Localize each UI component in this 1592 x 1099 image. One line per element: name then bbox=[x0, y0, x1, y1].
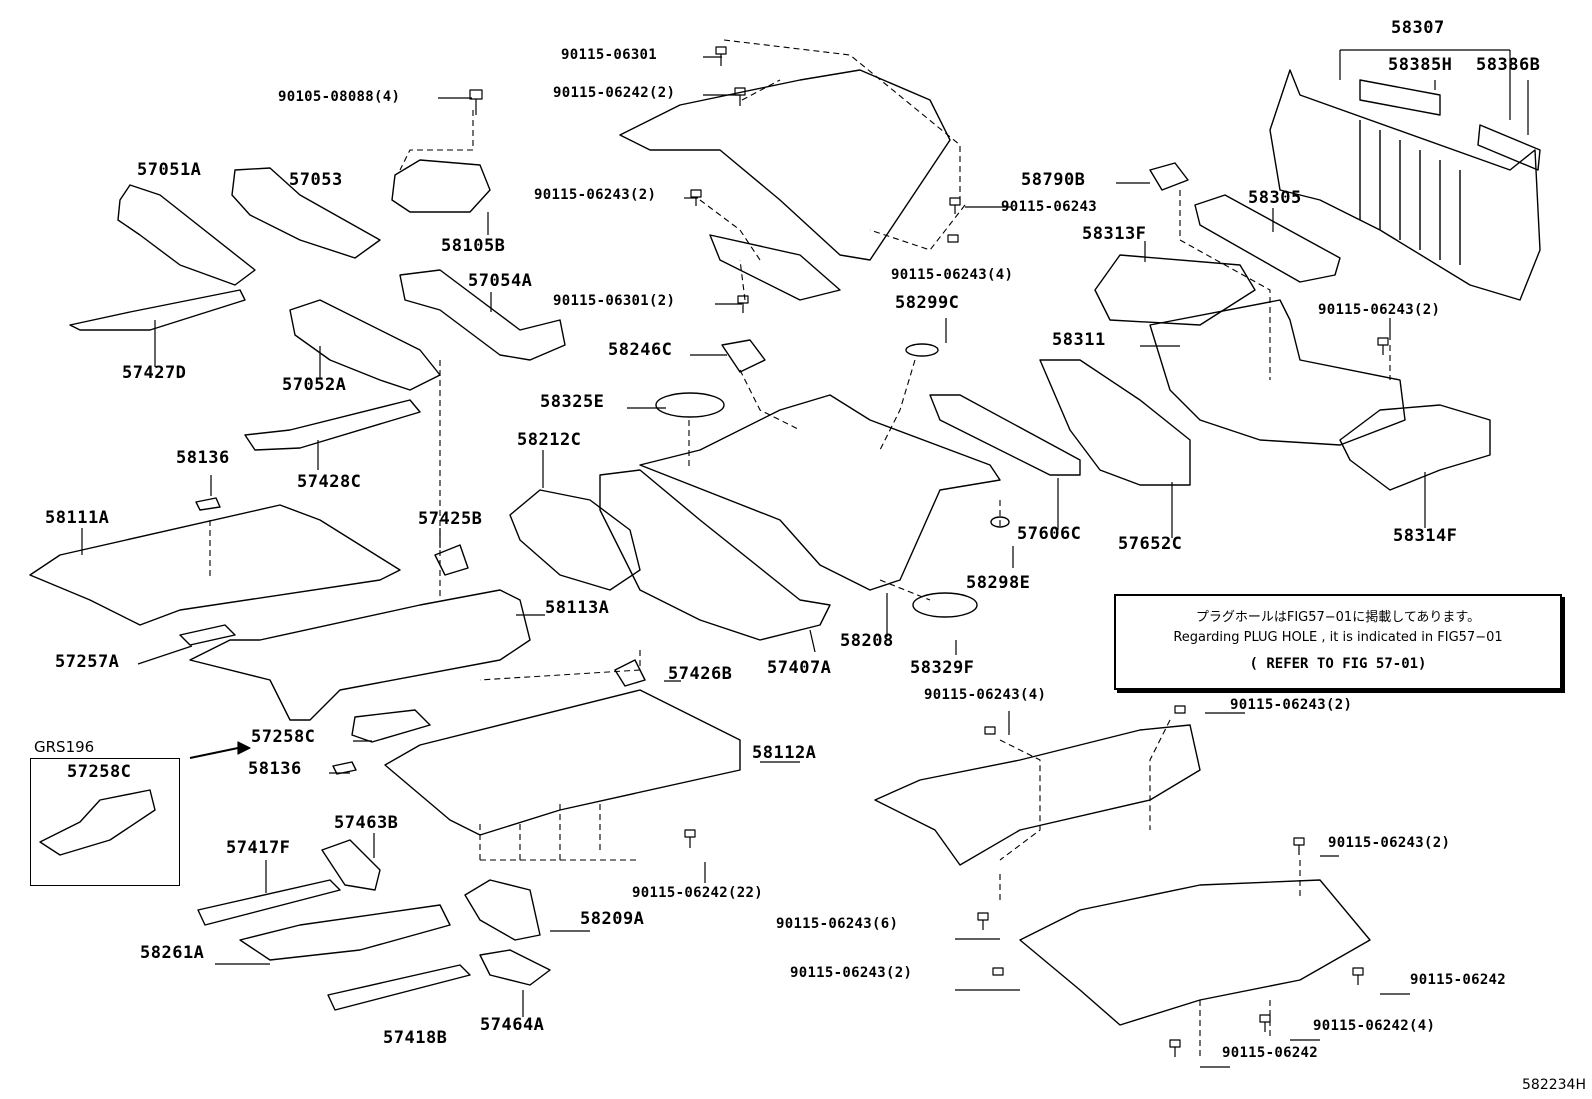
part-label-58307[interactable]: 58307 bbox=[1391, 18, 1445, 38]
bolt-label-90115-06301-qty2[interactable]: 90115-06301(2) bbox=[553, 293, 676, 309]
inset-part-label-57258C[interactable]: 57258C bbox=[67, 762, 132, 782]
bolt-label-90115-06243-qty2-left[interactable]: 90115-06243(2) bbox=[534, 187, 657, 203]
part-label-58112A[interactable]: 58112A bbox=[752, 743, 817, 763]
part-label-58298E[interactable]: 58298E bbox=[966, 573, 1031, 593]
part-label-57054A[interactable]: 57054A bbox=[468, 271, 533, 291]
part-outlines bbox=[29, 69, 1541, 1026]
part-label-58209A[interactable]: 58209A bbox=[580, 909, 645, 929]
bolt-label-90115-06301[interactable]: 90115-06301 bbox=[561, 47, 658, 63]
part-label-58261A[interactable]: 58261A bbox=[140, 943, 205, 963]
bolt-label-90115-06243-qty6[interactable]: 90115-06243(6) bbox=[776, 916, 899, 932]
part-label-58385H[interactable]: 58385H bbox=[1388, 55, 1453, 75]
bolt-label-90115-06243-qty2-bottom[interactable]: 90115-06243(2) bbox=[790, 965, 913, 981]
part-label-57426B[interactable]: 57426B bbox=[668, 664, 733, 684]
bolt-label-90115-06243-qty4-top[interactable]: 90115-06243(4) bbox=[891, 267, 1014, 283]
part-label-58105B[interactable]: 58105B bbox=[441, 236, 506, 256]
note-reference-link[interactable]: ( REFER TO FIG 57-01) bbox=[1249, 656, 1427, 672]
part-label-57464A[interactable]: 57464A bbox=[480, 1015, 545, 1035]
note-japanese-text: プラグホールはFIG57−01に掲載してあります。 bbox=[1195, 610, 1481, 625]
part-label-58136-top[interactable]: 58136 bbox=[176, 448, 230, 468]
bolt-label-90105-08088-qty4[interactable]: 90105-08088(4) bbox=[278, 89, 401, 105]
part-label-58790B[interactable]: 58790B bbox=[1021, 170, 1086, 190]
part-label-58246C[interactable]: 58246C bbox=[608, 340, 673, 360]
part-label-58111A[interactable]: 58111A bbox=[45, 508, 110, 528]
part-label-57652C[interactable]: 57652C bbox=[1118, 534, 1183, 554]
part-label-58299C[interactable]: 58299C bbox=[895, 293, 960, 313]
part-label-58305[interactable]: 58305 bbox=[1248, 188, 1302, 208]
part-label-57417F[interactable]: 57417F bbox=[226, 838, 291, 858]
inset-title: GRS196 bbox=[34, 738, 95, 756]
part-label-57053[interactable]: 57053 bbox=[289, 170, 343, 190]
bolt-label-90115-06243-qty2-low[interactable]: 90115-06243(2) bbox=[1328, 835, 1451, 851]
bolt-label-90115-06242-qty2[interactable]: 90115-06242(2) bbox=[553, 85, 676, 101]
bolt-label-90115-06243-qty4-mid[interactable]: 90115-06243(4) bbox=[924, 687, 1047, 703]
part-label-57051A[interactable]: 57051A bbox=[137, 160, 202, 180]
bolt-label-90115-06243-qty2-mid[interactable]: 90115-06243(2) bbox=[1230, 697, 1353, 713]
part-label-58386B[interactable]: 58386B bbox=[1476, 55, 1541, 75]
part-label-58136-bottom[interactable]: 58136 bbox=[248, 759, 302, 779]
dashed-assembly-lines bbox=[209, 39, 1391, 1060]
part-label-57428C[interactable]: 57428C bbox=[297, 472, 362, 492]
bolt-label-90115-06242-qty4[interactable]: 90115-06242(4) bbox=[1313, 1018, 1436, 1034]
part-label-57606C[interactable]: 57606C bbox=[1017, 524, 1082, 544]
part-label-58311[interactable]: 58311 bbox=[1052, 330, 1106, 350]
part-label-57463B[interactable]: 57463B bbox=[334, 813, 399, 833]
part-label-57407A[interactable]: 57407A bbox=[767, 658, 832, 678]
note-english-text: Regarding PLUG HOLE , it is indicated in… bbox=[1173, 630, 1503, 645]
bolt-label-90115-06242-qty22[interactable]: 90115-06242(22) bbox=[632, 885, 763, 901]
part-label-57052A[interactable]: 57052A bbox=[282, 375, 347, 395]
part-label-58113A[interactable]: 58113A bbox=[545, 598, 610, 618]
part-label-58313F[interactable]: 58313F bbox=[1082, 224, 1147, 244]
part-label-58208[interactable]: 58208 bbox=[840, 631, 894, 651]
part-label-57425B[interactable]: 57425B bbox=[418, 509, 483, 529]
leader-lines bbox=[81, 49, 1529, 1068]
bolt-label-90115-06243-right[interactable]: 90115-06243 bbox=[1001, 199, 1098, 215]
figure-code: 582234H bbox=[1522, 1077, 1586, 1093]
part-label-57257A[interactable]: 57257A bbox=[55, 652, 120, 672]
plug-hole-note: プラグホールはFIG57−01に掲載してあります。 Regarding PLUG… bbox=[1114, 594, 1562, 690]
part-label-58314F[interactable]: 58314F bbox=[1393, 526, 1458, 546]
part-label-58329F[interactable]: 58329F bbox=[910, 658, 975, 678]
inset-box bbox=[30, 758, 180, 886]
part-label-58212C[interactable]: 58212C bbox=[517, 430, 582, 450]
part-label-57258C[interactable]: 57258C bbox=[251, 727, 316, 747]
bolt-label-90115-06243-qty2-right[interactable]: 90115-06243(2) bbox=[1318, 302, 1441, 318]
bolt-label-90115-06242-right[interactable]: 90115-06242 bbox=[1410, 972, 1507, 988]
part-label-57418B[interactable]: 57418B bbox=[383, 1028, 448, 1048]
bolts bbox=[469, 46, 1389, 1057]
part-label-57427D[interactable]: 57427D bbox=[122, 363, 187, 383]
bolt-label-90115-06242-bottom[interactable]: 90115-06242 bbox=[1222, 1045, 1319, 1061]
part-label-58325E[interactable]: 58325E bbox=[540, 392, 605, 412]
